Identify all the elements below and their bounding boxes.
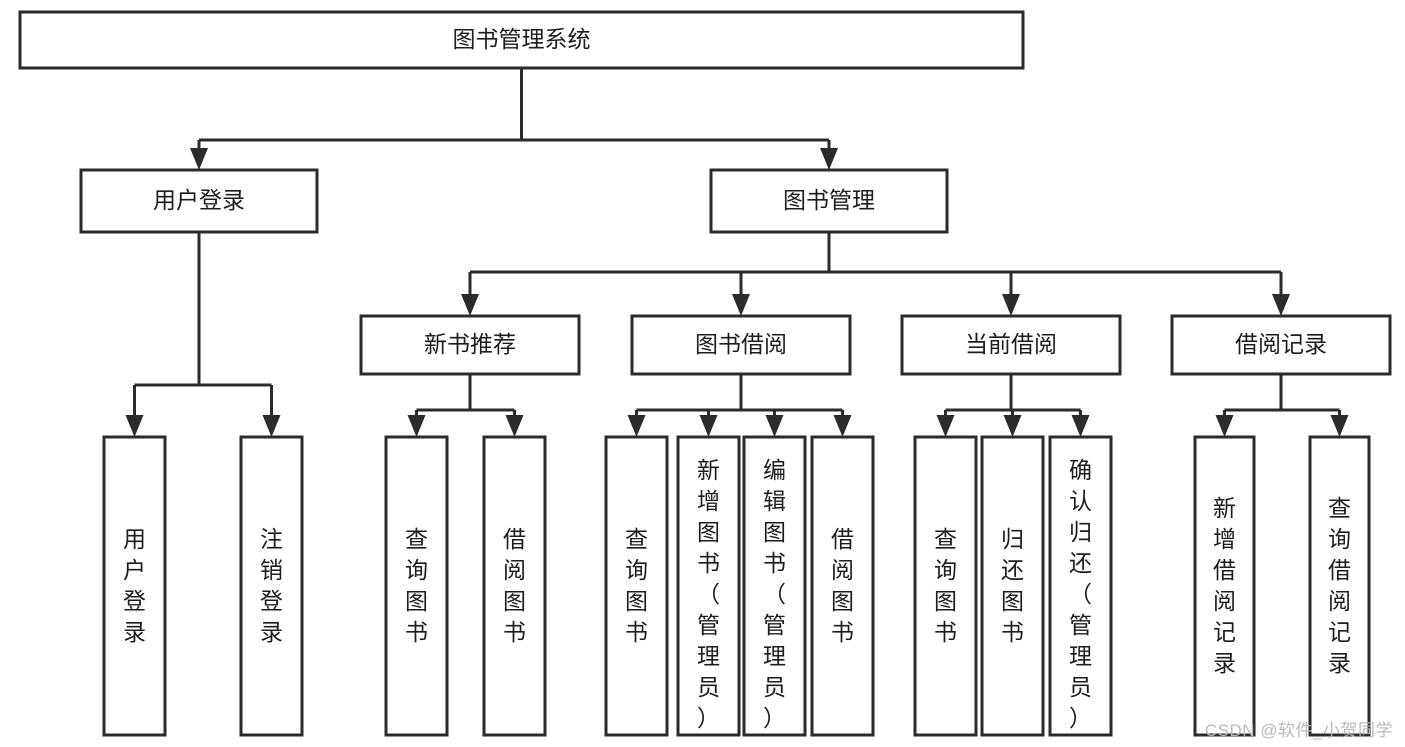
node-label: 当前借阅	[965, 331, 1057, 357]
arrow-head	[125, 415, 144, 437]
node-label: 确认归还（管理员）	[1069, 457, 1092, 731]
node-layer: 图书管理系统用户登录图书管理新书推荐图书借阅当前借阅借阅记录用户登录注销登录查询…	[18, 10, 1392, 737]
node-label: 查询图书	[934, 526, 957, 645]
arrow-head	[936, 415, 955, 437]
arrow-head	[407, 415, 426, 437]
arrow-head	[699, 415, 718, 437]
node-label: 图书管理系统	[453, 26, 591, 52]
node-leaf[interactable]: 借阅图书	[810, 435, 875, 737]
node-box[interactable]	[18, 10, 1025, 70]
node-box[interactable]	[913, 435, 978, 737]
node-level2[interactable]: 图书管理	[709, 168, 949, 234]
node-box[interactable]	[1193, 435, 1256, 737]
node-leaf[interactable]: 查询图书	[913, 435, 978, 737]
arrow-head	[1330, 415, 1349, 437]
node-leaf[interactable]: 确认归还（管理员）	[1048, 435, 1113, 737]
node-box[interactable]	[1048, 435, 1113, 737]
node-box[interactable]	[79, 168, 319, 234]
node-leaf[interactable]: 查询借阅记录	[1308, 435, 1371, 737]
node-box[interactable]	[1308, 435, 1371, 737]
node-label: 图书借阅	[695, 331, 787, 357]
arrow-head	[505, 415, 524, 437]
node-leaf[interactable]: 编辑图书（管理员）	[742, 435, 807, 737]
node-label: 归还图书	[1001, 526, 1024, 645]
node-label: 新书推荐	[424, 331, 516, 357]
arrow-head	[820, 148, 838, 170]
node-box[interactable]	[359, 314, 581, 376]
node-label: 借阅图书	[503, 526, 526, 645]
node-level3[interactable]: 图书借阅	[630, 314, 852, 376]
node-label: 查询图书	[625, 526, 648, 645]
node-leaf[interactable]: 新增图书（管理员）	[676, 435, 741, 737]
node-leaf[interactable]: 查询图书	[384, 435, 449, 737]
arrow-head	[833, 415, 852, 437]
node-label: 借阅记录	[1235, 331, 1327, 357]
node-box[interactable]	[630, 314, 852, 376]
node-box[interactable]	[239, 435, 304, 737]
arrow-head	[1215, 415, 1234, 437]
arrow-head	[262, 415, 281, 437]
node-leaf[interactable]: 用户登录	[102, 435, 167, 737]
arrow-head	[765, 415, 784, 437]
node-box[interactable]	[482, 435, 547, 737]
node-label: 新增图书（管理员）	[697, 457, 720, 731]
node-label: 编辑图书（管理员）	[763, 457, 786, 731]
node-box[interactable]	[742, 435, 807, 737]
node-label: 用户登录	[123, 526, 146, 645]
node-box[interactable]	[676, 435, 741, 737]
node-label: 借阅图书	[831, 526, 854, 645]
arrow-head	[1272, 294, 1290, 316]
node-level3[interactable]: 借阅记录	[1170, 314, 1392, 376]
arrow-head	[1002, 294, 1020, 316]
arrow-head	[1003, 415, 1022, 437]
node-level3[interactable]: 新书推荐	[359, 314, 581, 376]
node-label: 查询借阅记录	[1328, 495, 1351, 676]
node-label: 用户登录	[153, 187, 245, 213]
node-box[interactable]	[1170, 314, 1392, 376]
node-label: 查询图书	[405, 526, 428, 645]
connector-layer	[125, 68, 1349, 437]
arrow-head	[1071, 415, 1090, 437]
node-leaf[interactable]: 归还图书	[980, 435, 1045, 737]
node-box[interactable]	[810, 435, 875, 737]
arrow-head	[732, 294, 750, 316]
node-leaf[interactable]: 借阅图书	[482, 435, 547, 737]
arrow-head	[627, 415, 646, 437]
node-level2[interactable]: 用户登录	[79, 168, 319, 234]
node-leaf[interactable]: 新增借阅记录	[1193, 435, 1256, 737]
arrow-head	[190, 148, 208, 170]
csdn-watermark: CSDN @软件_小贺同学	[1204, 721, 1393, 740]
node-label: 注销登录	[260, 526, 283, 645]
node-leaf[interactable]: 注销登录	[239, 435, 304, 737]
node-label: 图书管理	[783, 187, 875, 213]
arrow-head	[461, 294, 479, 316]
node-box[interactable]	[384, 435, 449, 737]
node-root[interactable]: 图书管理系统	[18, 10, 1025, 70]
node-box[interactable]	[604, 435, 669, 737]
node-box[interactable]	[709, 168, 949, 234]
node-level3[interactable]: 当前借阅	[900, 314, 1122, 376]
node-leaf[interactable]: 查询图书	[604, 435, 669, 737]
node-box[interactable]	[980, 435, 1045, 737]
node-box[interactable]	[102, 435, 167, 737]
node-label: 新增借阅记录	[1213, 495, 1236, 676]
node-box[interactable]	[900, 314, 1122, 376]
